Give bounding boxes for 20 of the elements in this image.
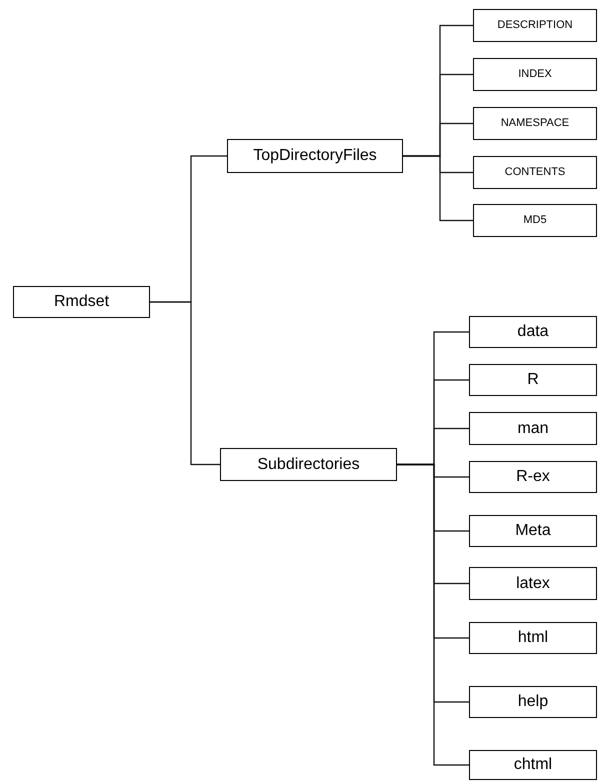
label-box: NAMESPACE	[473, 107, 597, 140]
label-box: latex	[469, 567, 597, 600]
label-box: man	[469, 412, 597, 445]
label-box: html	[469, 622, 597, 654]
label-box: CONTENTS	[473, 156, 597, 189]
label-box: data	[469, 316, 597, 348]
label-box: TopDirectoryFiles	[227, 139, 403, 173]
label-box: R	[469, 364, 597, 396]
connector-line	[150, 301, 220, 466]
label-box: help	[469, 686, 597, 718]
connector-line	[403, 155, 473, 222]
label-box: R-ex	[469, 461, 597, 493]
label-box: Rmdset	[13, 286, 150, 318]
label-box: MD5	[473, 204, 597, 237]
label-box: Meta	[469, 515, 597, 547]
label-box: Subdirectories	[220, 448, 397, 481]
connector-line	[397, 464, 469, 766]
label-box: chtml	[469, 750, 597, 780]
label-box: INDEX	[473, 58, 597, 91]
label-box: DESCRIPTION	[473, 9, 597, 42]
